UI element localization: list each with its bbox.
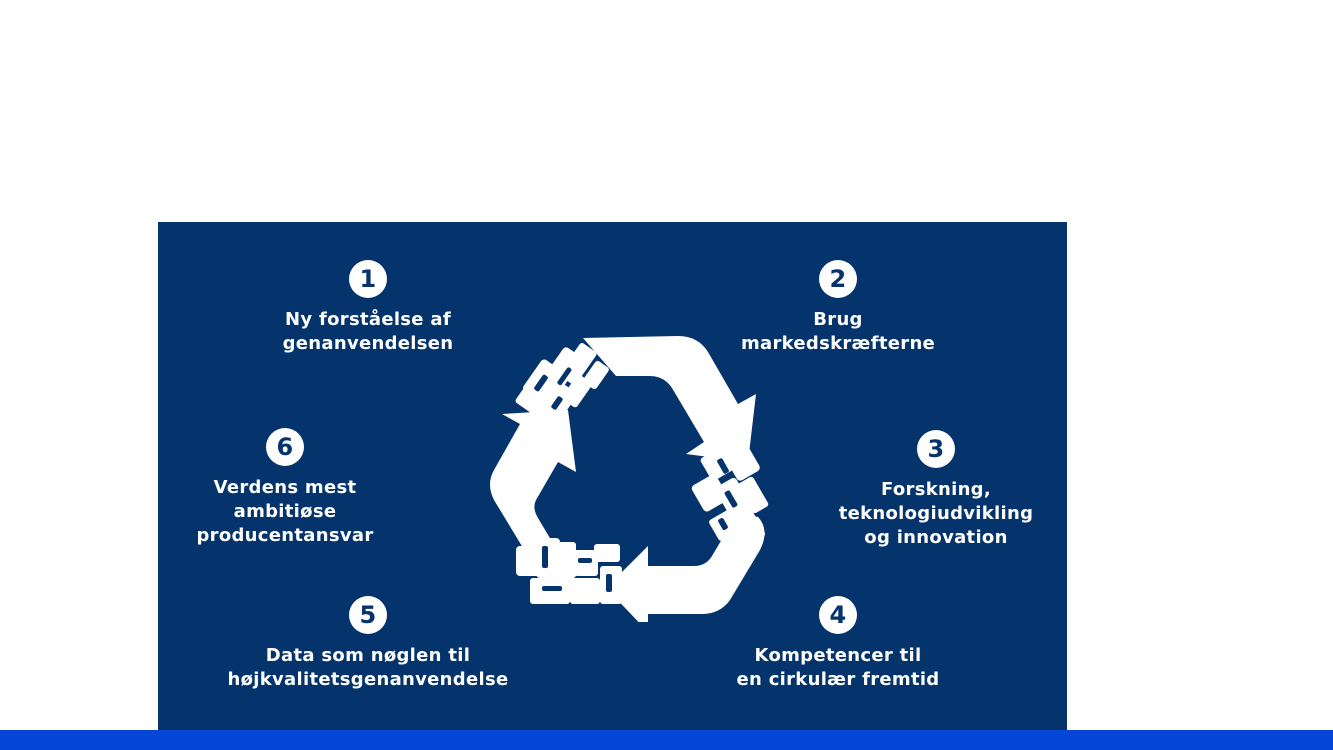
packaging-cluster-top-detail [534,367,572,410]
item-1-label-line-2: genanvendelsen [282,333,454,354]
item-6-label-line-2: ambitiøse [233,501,337,522]
packaging-cluster-bottom-detail [542,546,612,592]
item-6-label-line-1: Verdens mest [213,477,357,498]
item-3-label-line-1: Forskning, [880,479,991,500]
recycle-arrow-top [583,336,756,462]
item-2: 2 Brug markedskræfterne [728,260,948,356]
recycling-diagram-panel: 1 Ny forståelse af genanvendelsen 2 Brug… [158,222,1067,730]
item-3-label-line-3: og innovation [864,527,1008,548]
packaging-cluster-right-detail [717,458,738,530]
item-2-label-line-2: markedskræfterne [740,333,936,354]
item-6-label-line-3: producentansvar [196,525,374,546]
item-4-number-badge: 4 [819,596,857,634]
item-3: 3 Forskning, teknologiudvikling og innov… [818,430,1054,550]
recycle-arrow-left [490,410,576,586]
item-2-number-badge: 2 [819,260,857,298]
bottom-accent-bar [0,730,1333,750]
item-4-label-line-1: Kompetencer til [754,645,922,666]
item-5-label-line-1: Data som nøglen til [265,645,471,666]
item-6-number-badge: 6 [266,428,304,466]
item-6: 6 Verdens mest ambitiøse producentansvar [178,428,392,548]
recycle-arrows-icon [490,336,769,622]
packaging-cluster-right-icon [691,439,769,544]
item-4: 4 Kompetencer til en cirkulær fremtid [718,596,958,692]
item-3-number-badge: 3 [917,430,955,468]
item-5: 5 Data som nøglen til højkvalitetsgenanv… [203,596,533,692]
recycle-arrow-bottom [606,512,765,622]
item-1-label-line-1: Ny forståelse af [285,309,451,330]
item-5-label-line-2: højkvalitetsgenanvendelse [227,669,509,690]
item-2-label-line-1: Brug [813,309,863,330]
packaging-cluster-bottom-icon [516,538,622,604]
item-4-label-line-2: en cirkulær fremtid [736,669,940,690]
item-3-label-line-2: teknologiudvikling [838,503,1034,524]
item-1: 1 Ny forståelse af genanvendelsen [268,260,468,356]
item-1-number-badge: 1 [349,260,387,298]
item-5-number-badge: 5 [349,596,387,634]
